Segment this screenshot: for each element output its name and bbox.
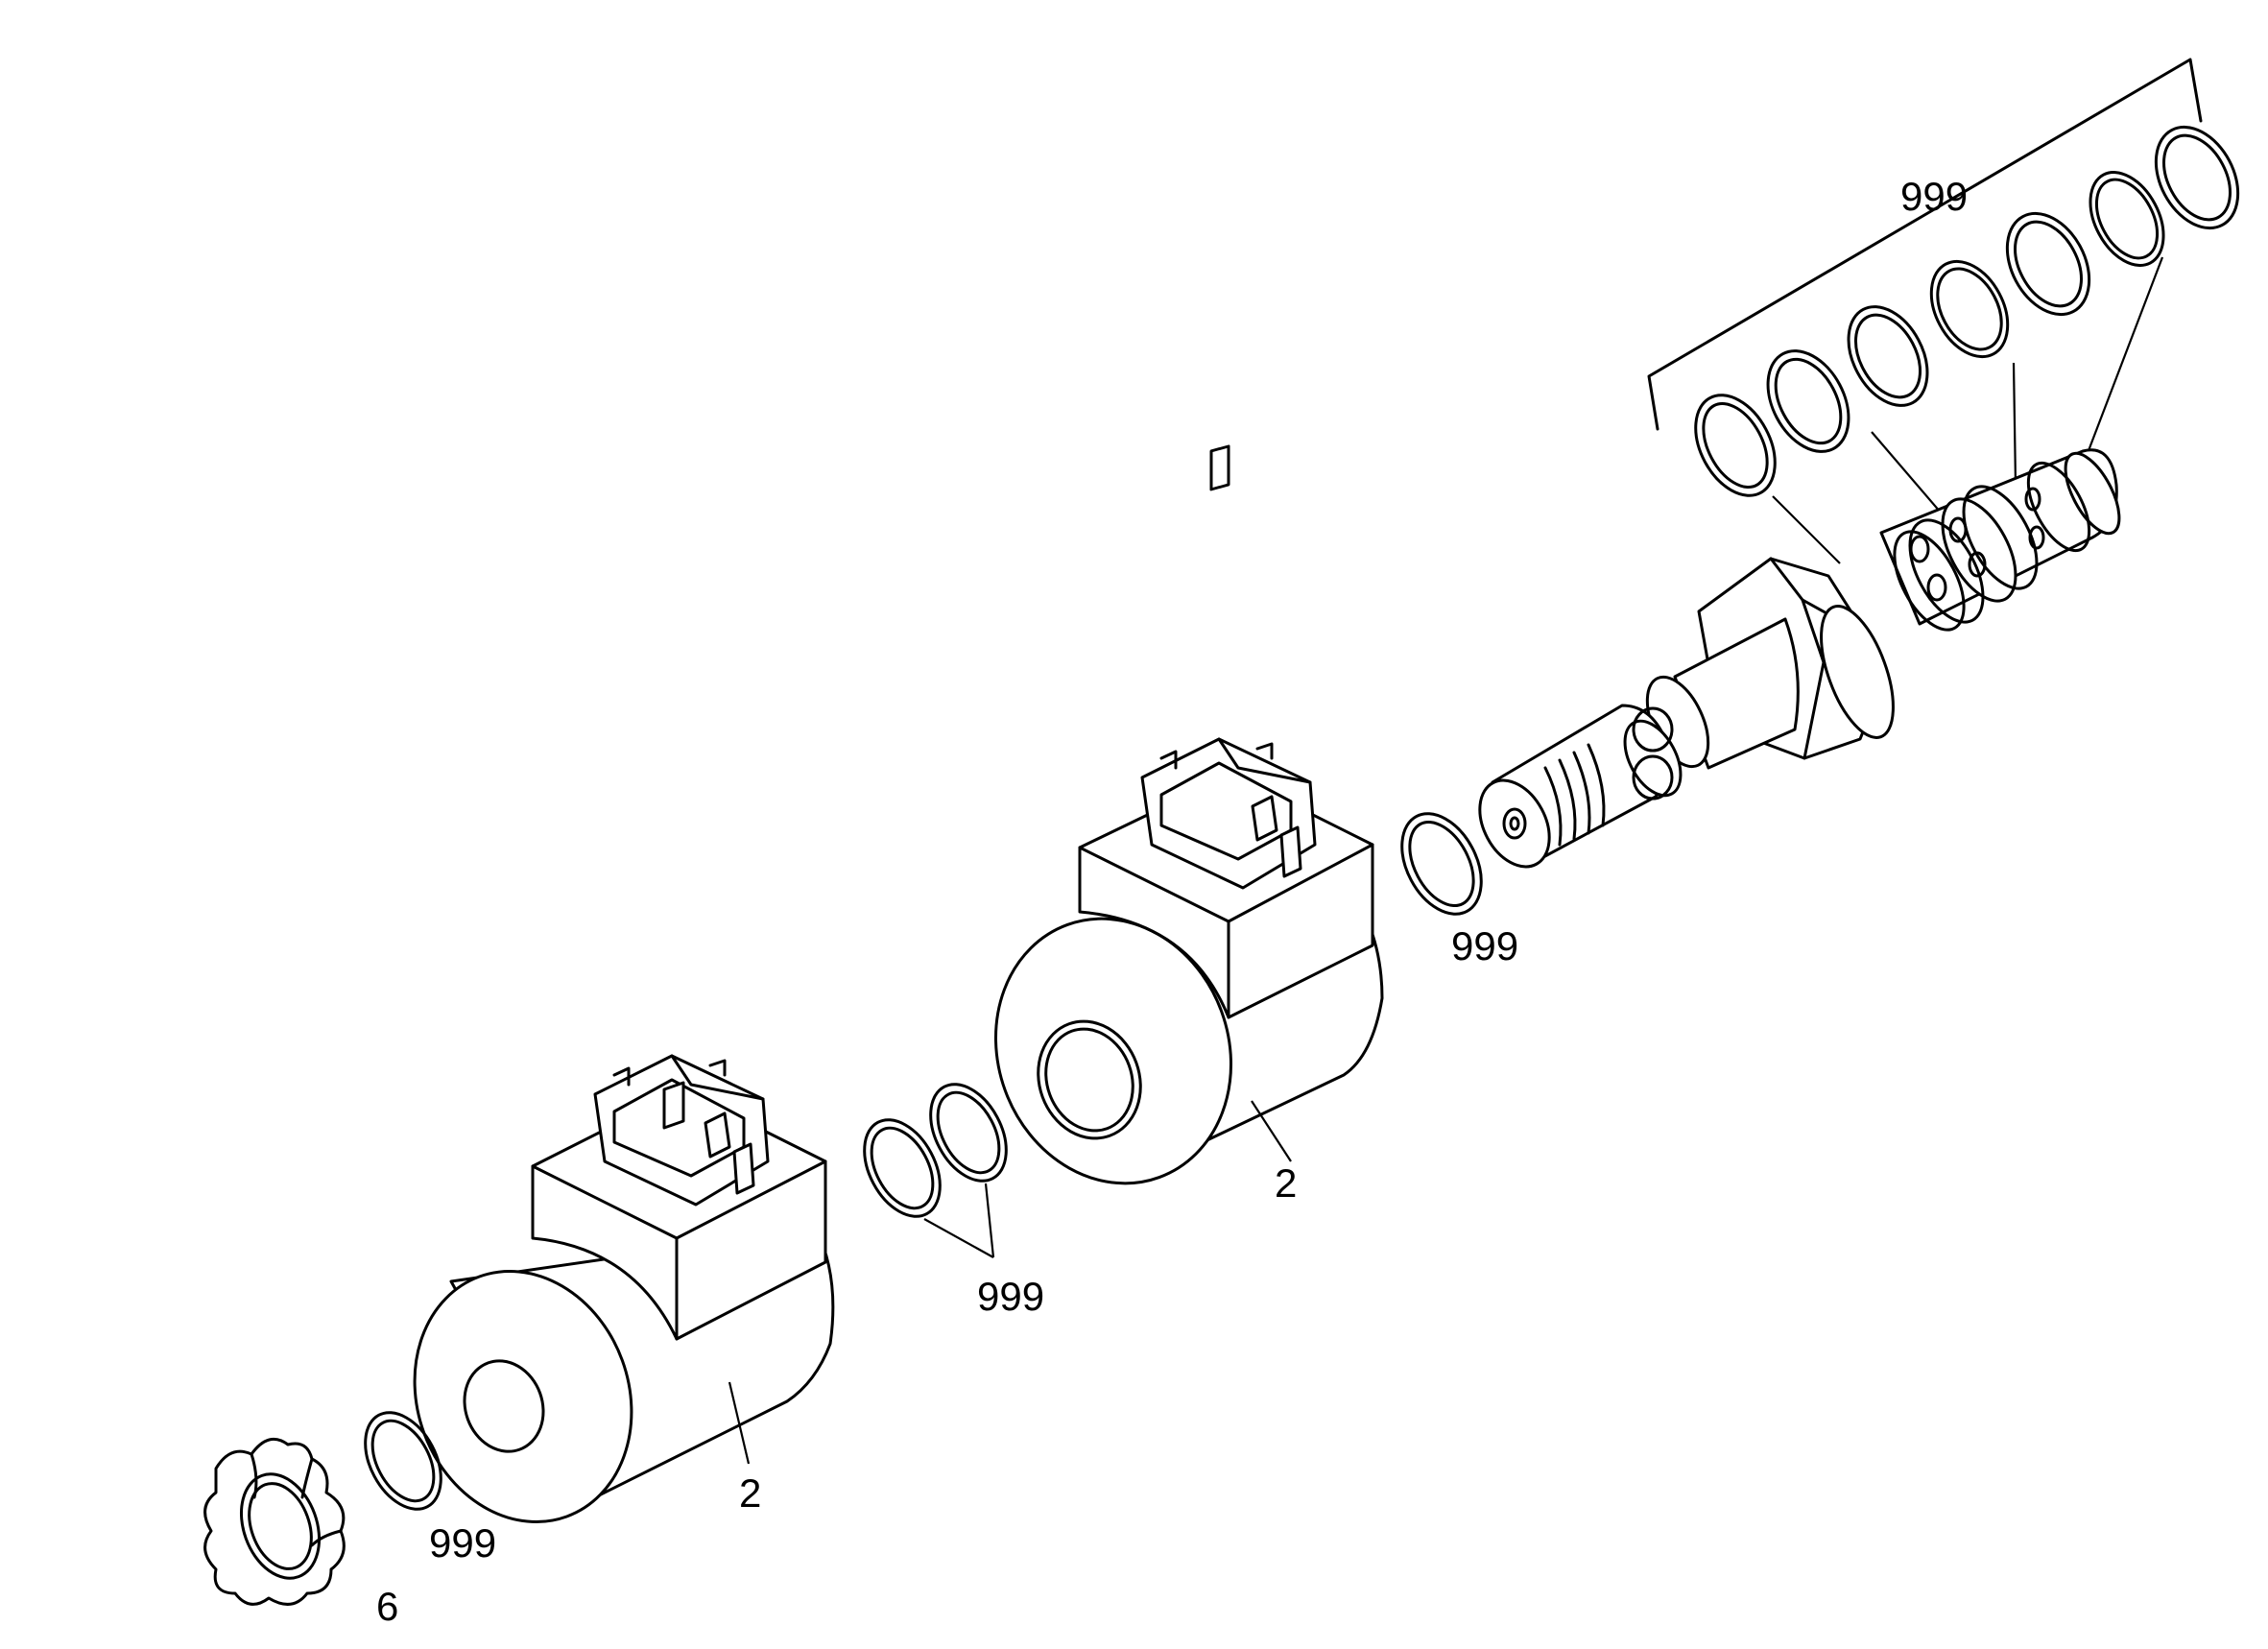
- o-rings-middle: [863, 1083, 1008, 1258]
- label-seal-kit-top: 999: [1900, 174, 1968, 219]
- label-leader-lines: [728, 1100, 1292, 1465]
- valve-cartridge: [1645, 448, 2121, 770]
- seal-kit-bracket: [1647, 58, 2203, 431]
- label-nut: 6: [376, 1584, 398, 1629]
- solenoid-coil-upper: [993, 444, 1384, 1185]
- seal-kit-rings: [1694, 125, 2240, 497]
- solenoid-coil-lower: [413, 1054, 835, 1524]
- label-coil-lower: 2: [739, 1470, 761, 1516]
- label-seal-lower: 999: [429, 1520, 496, 1565]
- knurled-nut: [203, 1437, 346, 1606]
- o-ring-valve: [1400, 812, 1483, 916]
- part-labels: 999 999 999 2 2 999 6: [376, 174, 1968, 1629]
- o-ring-lower: [364, 1411, 442, 1511]
- label-seal-valve: 999: [1451, 923, 1518, 968]
- label-coil-upper: 2: [1275, 1160, 1297, 1206]
- plunger: [1478, 704, 1683, 869]
- label-seals-middle: 999: [977, 1274, 1044, 1319]
